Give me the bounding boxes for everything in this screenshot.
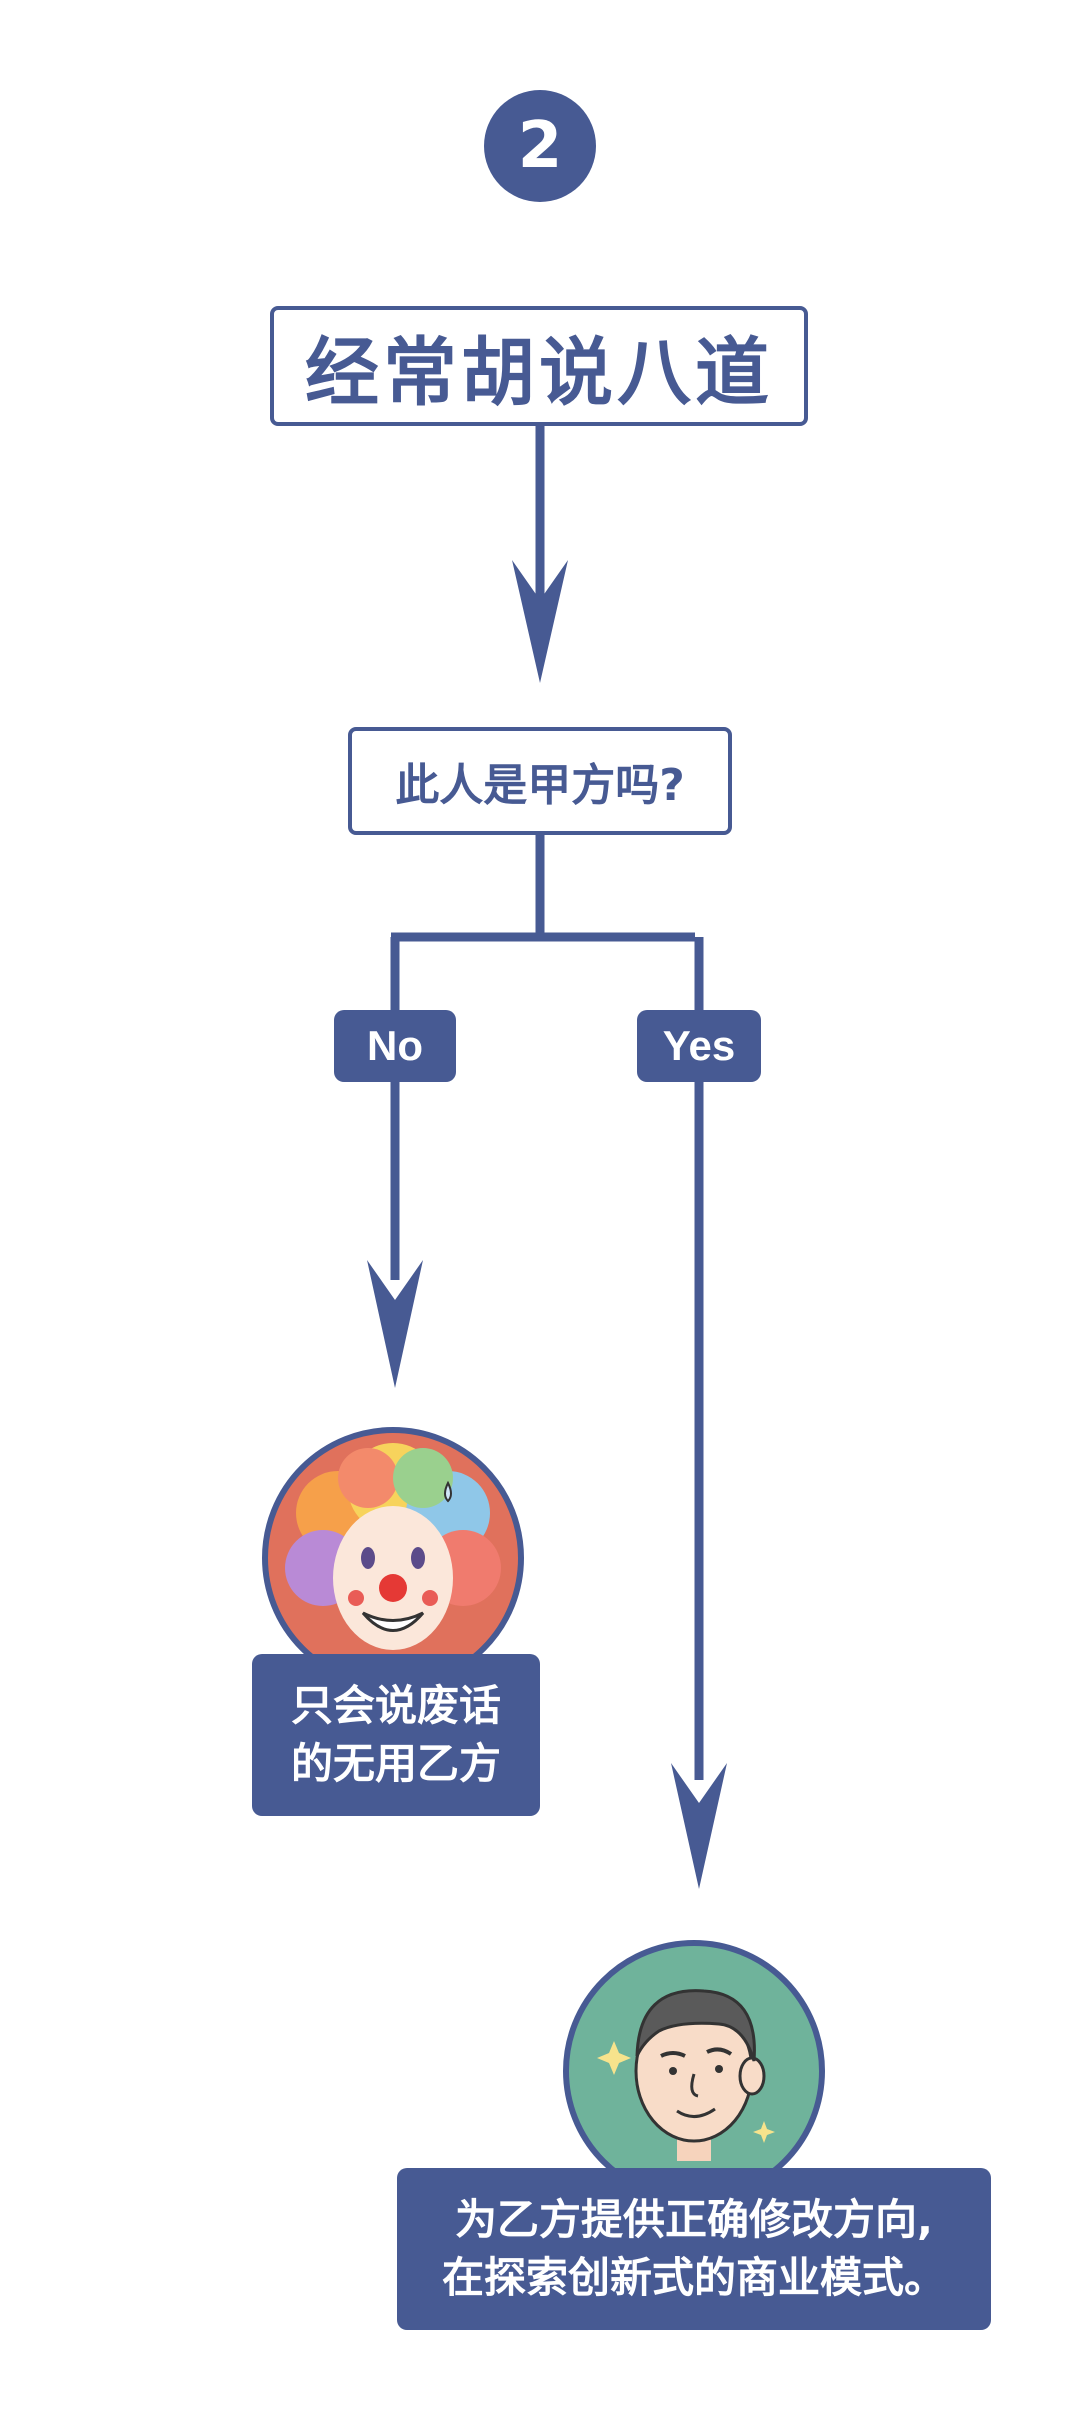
yes-branch-tag: Yes xyxy=(637,1010,761,1082)
clown-illustration xyxy=(285,1443,501,1683)
no-caption-line2: 的无用乙方 xyxy=(290,1739,501,1788)
no-branch-caption: 只会说废话 的无用乙方 xyxy=(252,1654,540,1816)
yes-caption-line2: 在探索创新式的商业模式。 xyxy=(441,2253,946,2302)
man-illustration xyxy=(597,1989,775,2196)
no-branch-label: No xyxy=(367,1022,423,1069)
man-avatar-icon xyxy=(563,1940,825,2202)
step-number: 2 xyxy=(517,109,563,183)
yes-branch-caption: 为乙方提供正确修改方向, 在探索创新式的商业模式。 xyxy=(397,2168,991,2330)
clown-avatar-icon xyxy=(262,1427,524,1689)
question-box: 此人是甲方吗? xyxy=(348,727,732,835)
no-caption-line1: 只会说废话 xyxy=(290,1681,501,1730)
step-number-badge: 2 xyxy=(484,90,596,202)
question-text: 此人是甲方吗? xyxy=(395,760,685,811)
arrowhead-title xyxy=(512,560,568,683)
arrowhead-no xyxy=(367,1260,423,1388)
no-branch-tag: No xyxy=(334,1010,456,1082)
title-text: 经常胡说八道 xyxy=(305,329,773,416)
yes-branch-label: Yes xyxy=(662,1022,736,1069)
arrowhead-yes xyxy=(671,1763,727,1889)
yes-caption-line1: 为乙方提供正确修改方向, xyxy=(455,2195,933,2244)
title-box: 经常胡说八道 xyxy=(270,306,808,426)
